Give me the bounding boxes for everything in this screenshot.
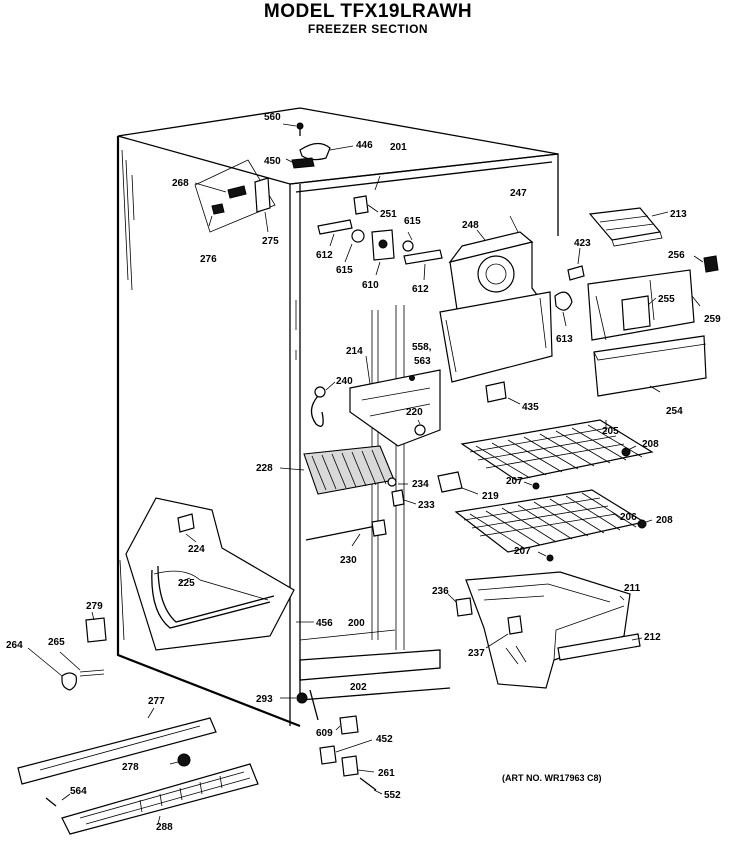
label-230: 230 <box>340 555 357 566</box>
evaporator-cover <box>310 355 521 447</box>
label-212: 212 <box>644 632 661 643</box>
label-612-left: 612 <box>316 250 333 261</box>
label-240: 240 <box>336 376 353 387</box>
label-609: 609 <box>316 728 333 739</box>
label-613: 613 <box>556 334 573 345</box>
label-206: 206 <box>620 512 637 523</box>
ice-maker-assembly <box>587 255 719 397</box>
label-207-bottom: 207 <box>514 546 531 557</box>
evaporator-coil <box>279 445 479 547</box>
wire-harness-group <box>194 159 276 233</box>
label-255: 255 <box>658 294 675 305</box>
label-219: 219 <box>482 491 499 502</box>
label-276: 276 <box>200 254 217 265</box>
label-552: 552 <box>384 790 401 801</box>
label-564: 564 <box>70 786 87 797</box>
freezer-cabinet <box>116 107 559 728</box>
label-205: 205 <box>602 426 619 437</box>
label-220: 220 <box>406 407 423 418</box>
label-236: 236 <box>432 586 449 597</box>
label-558: 558, <box>412 342 432 353</box>
label-213: 213 <box>670 209 687 220</box>
label-279: 279 <box>86 601 103 612</box>
label-615-left: 615 <box>336 265 353 276</box>
label-224: 224 <box>188 544 205 555</box>
label-293: 293 <box>256 694 273 705</box>
label-208-bottom: 208 <box>656 515 673 526</box>
model-title: MODEL TFX19LRAWH <box>263 1 473 22</box>
drawer-pan <box>125 497 295 651</box>
label-247: 247 <box>510 188 527 199</box>
label-251: 251 <box>380 209 397 220</box>
label-261: 261 <box>378 768 395 779</box>
label-268: 268 <box>172 178 189 189</box>
label-208-top: 208 <box>642 439 659 450</box>
lower-left-parts <box>27 611 314 691</box>
label-612-right: 612 <box>412 284 429 295</box>
label-450: 450 <box>264 156 281 167</box>
part-number-labels: 560 446 450 201 268 276 275 251 615 615 … <box>6 112 721 833</box>
label-456: 456 <box>316 618 333 629</box>
label-200: 200 <box>348 618 365 629</box>
label-610: 610 <box>362 280 379 291</box>
label-225: 225 <box>178 578 195 589</box>
label-254: 254 <box>666 406 683 417</box>
label-234: 234 <box>412 479 429 490</box>
label-277: 277 <box>148 696 165 707</box>
label-248: 248 <box>462 220 479 231</box>
top-hinge-parts <box>282 122 354 169</box>
evaporator-fan-housing <box>439 215 585 383</box>
bottom-hinge-parts <box>280 692 383 795</box>
label-446: 446 <box>356 140 373 151</box>
label-202: 202 <box>350 682 367 693</box>
label-233: 233 <box>418 500 435 511</box>
label-264: 264 <box>6 640 23 651</box>
back-wall-components <box>317 175 443 281</box>
toe-grille-parts <box>17 707 259 835</box>
label-615-right: 615 <box>404 216 421 227</box>
art-number: (ART NO. WR17963 C8) <box>502 773 602 783</box>
label-207-top: 207 <box>506 476 523 487</box>
label-275: 275 <box>262 236 279 247</box>
label-237: 237 <box>468 648 485 659</box>
label-452: 452 <box>376 734 393 745</box>
label-256: 256 <box>668 250 685 261</box>
label-228: 228 <box>256 463 273 474</box>
label-278: 278 <box>122 762 139 773</box>
label-288: 288 <box>156 822 173 833</box>
label-259: 259 <box>704 314 721 325</box>
wire-shelves <box>454 419 654 562</box>
label-214: 214 <box>346 346 363 357</box>
label-265: 265 <box>48 637 65 648</box>
section-title: FREEZER SECTION <box>307 22 429 36</box>
label-423: 423 <box>574 238 591 249</box>
label-563: 563 <box>414 356 431 367</box>
freezer-basket <box>447 571 643 689</box>
ice-tray <box>588 207 669 247</box>
label-435: 435 <box>522 402 539 413</box>
label-211: 211 <box>624 583 641 594</box>
label-201: 201 <box>390 142 407 153</box>
label-560: 560 <box>264 112 281 123</box>
